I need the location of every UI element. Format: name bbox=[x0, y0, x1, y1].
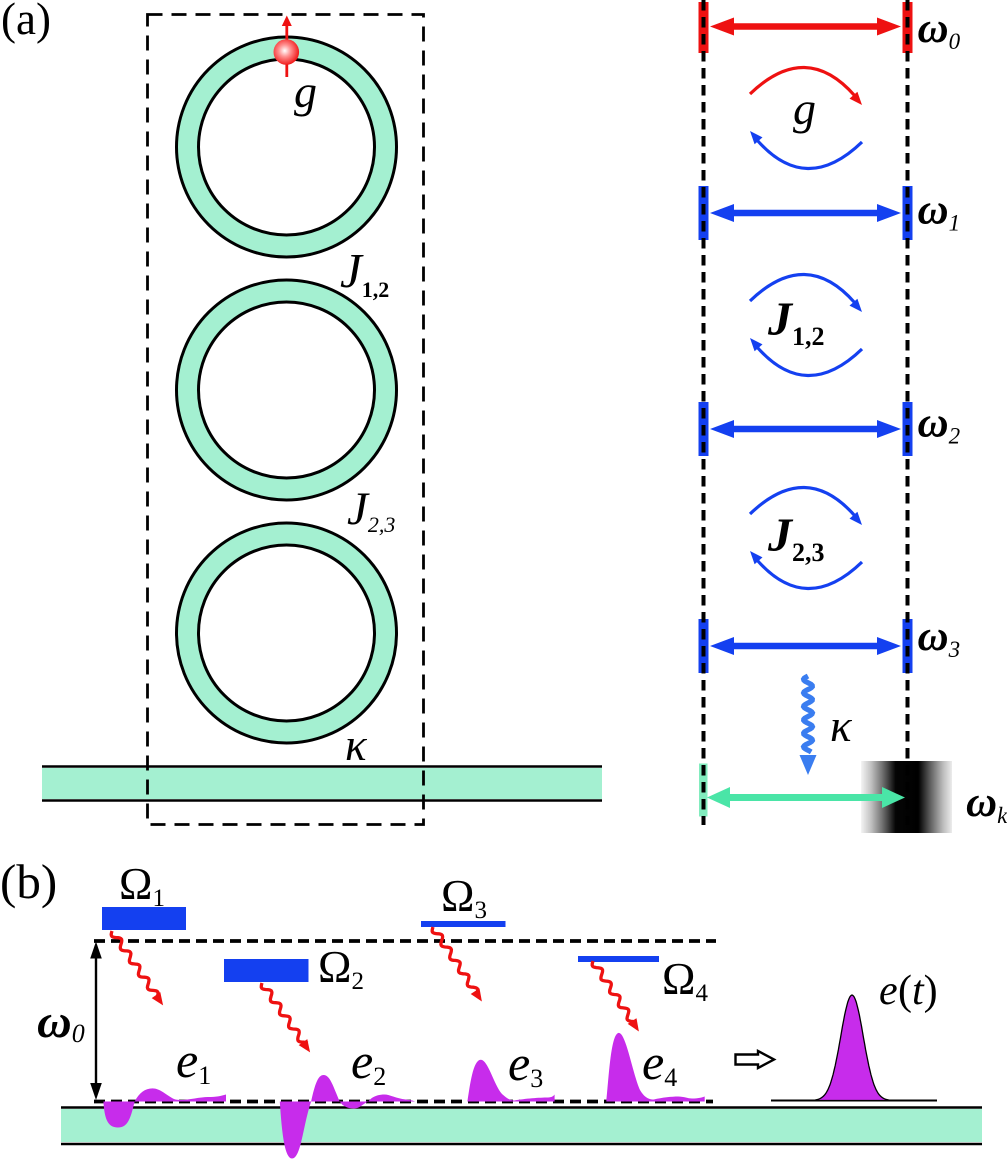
svg-text:e3: e3 bbox=[508, 1035, 543, 1093]
svg-text:J1,2: J1,2 bbox=[340, 243, 389, 302]
svg-text:ω3: ω3 bbox=[918, 613, 961, 662]
svg-text:e1: e1 bbox=[176, 1032, 211, 1090]
svg-text:g: g bbox=[294, 66, 317, 117]
svg-text:(b): (b) bbox=[0, 854, 57, 909]
svg-text:Ω2: Ω2 bbox=[318, 942, 364, 995]
svg-text:ω1: ω1 bbox=[918, 187, 961, 236]
svg-text:ωk: ωk bbox=[966, 779, 1007, 828]
svg-text:e2: e2 bbox=[351, 1033, 386, 1091]
svg-text:ω0: ω0 bbox=[918, 5, 961, 54]
svg-text:κ: κ bbox=[830, 701, 853, 751]
svg-text:(a): (a) bbox=[1, 0, 51, 44]
svg-text:e: e bbox=[879, 968, 898, 1014]
svg-text:(t): (t) bbox=[898, 968, 938, 1014]
svg-text:ω0: ω0 bbox=[37, 995, 85, 1048]
svg-text:J2,3: J2,3 bbox=[767, 509, 825, 567]
svg-text:e4: e4 bbox=[642, 1034, 677, 1092]
svg-text:Ω4: Ω4 bbox=[662, 954, 708, 1007]
svg-text:ω2: ω2 bbox=[918, 400, 961, 449]
svg-text:κ: κ bbox=[345, 720, 368, 770]
svg-text:g: g bbox=[793, 83, 816, 134]
svg-text:Ω3: Ω3 bbox=[441, 871, 487, 924]
svg-text:J2,3: J2,3 bbox=[347, 483, 395, 537]
svg-text:J1,2: J1,2 bbox=[767, 293, 825, 351]
svg-text:Ω1: Ω1 bbox=[119, 859, 165, 912]
